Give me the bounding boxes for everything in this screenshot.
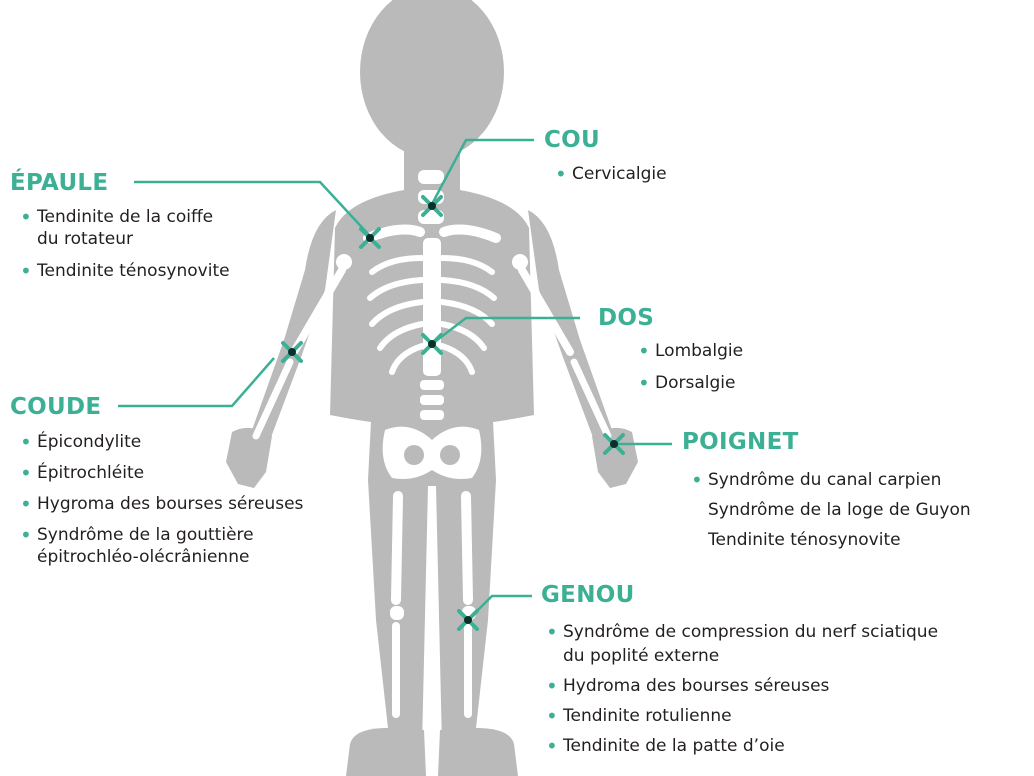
list-item: Syndrôme de la loge de Guyon <box>708 500 971 520</box>
list-item: Épicondylite <box>37 432 303 452</box>
label-genou: GENOU Syndrôme de compression du nerf sc… <box>541 582 938 756</box>
list-poignet: Syndrôme du canal carpien Syndrôme de la… <box>708 470 971 550</box>
list-item: Tendinite de la coiffe <box>37 207 230 227</box>
title-dos: DOS <box>598 305 743 331</box>
label-cou: COU Cervicalgie <box>544 127 667 184</box>
list-item: épitrochléo-olécrânienne <box>37 547 303 567</box>
label-epaule: ÉPAULE Tendinite de la coiffe du rotateu… <box>10 170 230 281</box>
list-item: Syndrôme de la gouttière <box>37 525 303 545</box>
list-item: Tendinite rotulienne <box>563 706 938 726</box>
list-item: Tendinite ténosynovite <box>708 530 971 550</box>
label-poignet: POIGNET Syndrôme du canal carpien Syndrô… <box>682 429 971 550</box>
list-item: Syndrôme du canal carpien <box>708 470 971 490</box>
list-item: Syndrôme de compression du nerf sciatiqu… <box>563 622 938 642</box>
title-coude: COUDE <box>10 394 303 420</box>
list-item: Tendinite de la patte d’oie <box>563 736 938 756</box>
title-epaule: ÉPAULE <box>10 170 230 196</box>
label-coude: COUDE Épicondylite Épitrochléite Hygroma… <box>10 394 303 567</box>
list-cou: Cervicalgie <box>572 164 667 184</box>
list-item: Cervicalgie <box>572 164 667 184</box>
list-item: Dorsalgie <box>655 373 743 393</box>
title-poignet: POIGNET <box>682 429 971 455</box>
list-item: du rotateur <box>37 229 230 249</box>
title-genou: GENOU <box>541 582 938 608</box>
list-dos: Lombalgie Dorsalgie <box>655 341 743 393</box>
label-dos: DOS Lombalgie Dorsalgie <box>598 305 743 393</box>
list-item: du poplité externe <box>563 646 938 666</box>
list-item: Épitrochléite <box>37 463 303 483</box>
list-coude: Épicondylite Épitrochléite Hygroma des b… <box>37 432 303 567</box>
list-item: Lombalgie <box>655 341 743 361</box>
list-item: Tendinite ténosynovite <box>37 261 230 281</box>
list-item: Hygroma des bourses séreuses <box>37 494 303 514</box>
list-item: Hydroma des bourses séreuses <box>563 676 938 696</box>
title-cou: COU <box>544 127 667 153</box>
list-epaule: Tendinite de la coiffe du rotateur Tendi… <box>37 207 230 281</box>
list-genou: Syndrôme de compression du nerf sciatiqu… <box>563 622 938 756</box>
